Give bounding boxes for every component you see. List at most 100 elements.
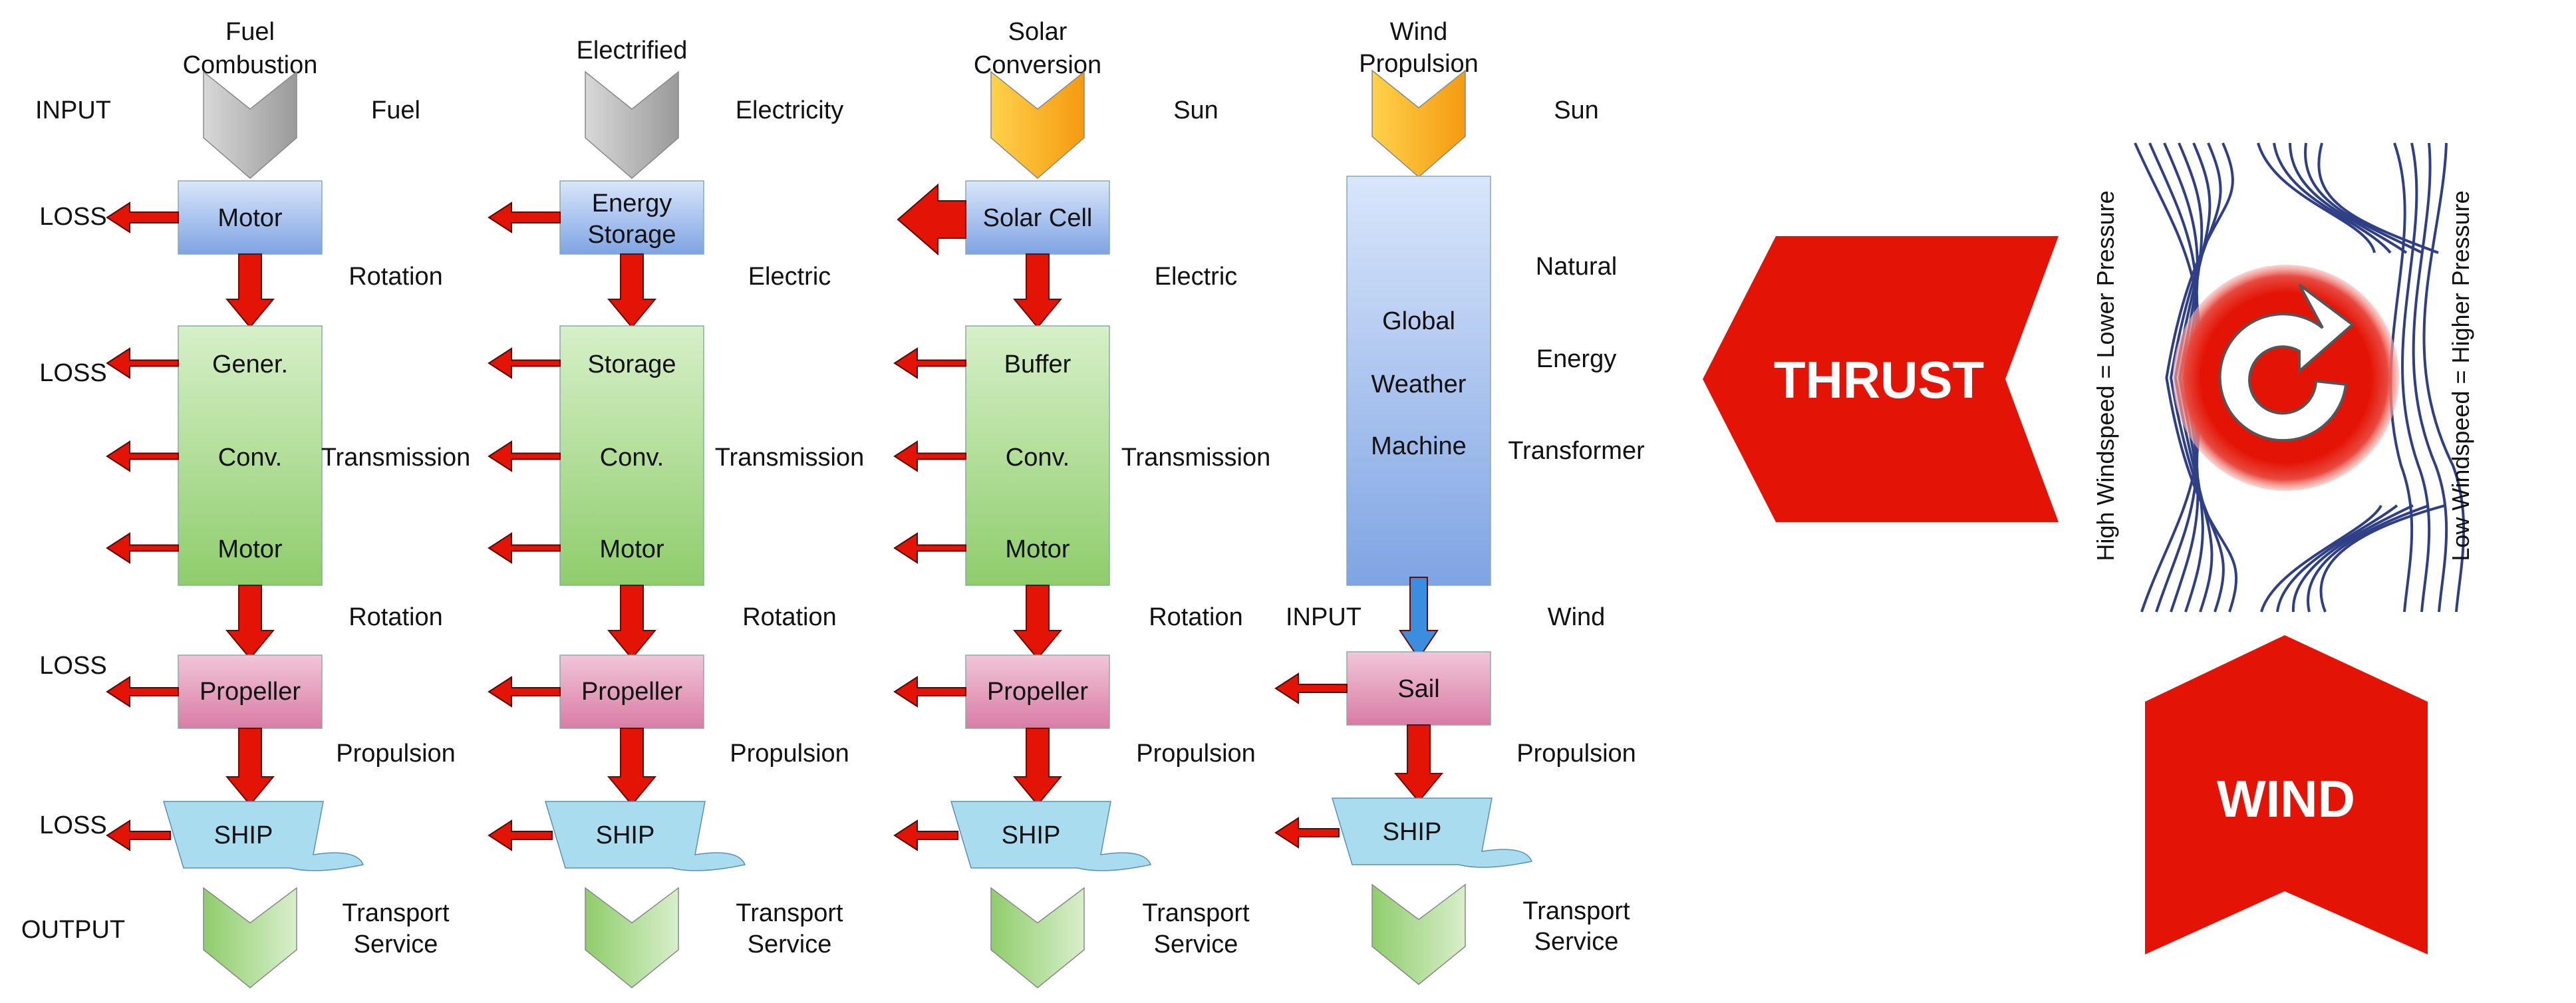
flow-arrow-wind-4 xyxy=(1393,724,1444,803)
stack-item-2-1: Conv. xyxy=(1006,444,1070,472)
input-chevron-2 xyxy=(990,71,1085,179)
output-label1-3: Transport xyxy=(1522,897,1630,925)
loss-arrow-ship-1 xyxy=(488,819,553,851)
machine-label-2: Machine xyxy=(1371,432,1467,460)
column-title-line2-0: Combustion xyxy=(183,51,318,79)
ship-label-3: SHIP xyxy=(1383,818,1442,846)
ship-shape-1 xyxy=(544,801,746,871)
loss-arrow-stack-2-2 xyxy=(893,532,966,564)
flow-arrow-4-1 xyxy=(607,728,657,806)
loss-arrow-stack-1-2 xyxy=(488,532,561,564)
flow3-label-1: Rotation xyxy=(742,603,837,631)
loss-arrow-stack-2-1 xyxy=(893,440,966,472)
output-label2-1: Service xyxy=(748,931,832,958)
output-label2-3: Service xyxy=(1534,928,1619,956)
loss-arrow-stack-2-0 xyxy=(893,347,966,379)
loss-arrow-stack-0-0 xyxy=(106,347,179,379)
loss-arrow-stack-1-1 xyxy=(488,440,561,472)
streamline-left-6 xyxy=(2165,142,2238,613)
ship-label-2: SHIP xyxy=(1002,821,1061,849)
wind-input-arrow xyxy=(1399,577,1439,660)
loss-arrow-ship-3 xyxy=(1274,817,1340,849)
ship-label-1: SHIP xyxy=(596,821,655,849)
loss-arrow-prop-2 xyxy=(893,676,966,708)
flow-arrow-1-1 xyxy=(607,253,657,329)
flow-arrow-4-0 xyxy=(225,728,275,806)
sail-label: Sail xyxy=(1397,675,1439,703)
loss-arrow-top-0 xyxy=(106,202,179,233)
streamline-right-0 xyxy=(2389,142,2414,613)
flow3-label-2: Rotation xyxy=(1149,603,1243,631)
top-box-label-0: Motor xyxy=(217,204,282,232)
flow-arrow-1-0 xyxy=(225,253,275,329)
column-title-1: Electrified xyxy=(577,37,688,65)
output-chevron-2 xyxy=(990,887,1085,988)
rotation-arrow-icon xyxy=(2218,283,2355,442)
rotor-circle xyxy=(2173,265,2399,491)
flow2-label-1: Transmission xyxy=(715,444,865,472)
input-chevron-3 xyxy=(1371,69,1466,178)
output-label2-2: Service xyxy=(1154,931,1238,958)
top-box-0 xyxy=(178,180,323,255)
sail-box xyxy=(1346,651,1491,726)
output-chevron-0 xyxy=(203,887,297,988)
input-chevron-0 xyxy=(203,71,297,179)
flow2-label-2: Transmission xyxy=(1121,444,1271,472)
thrust-label: THRUST xyxy=(1774,351,1984,409)
machine-label-1: Weather xyxy=(1371,370,1467,398)
loss-arrow-sail xyxy=(1274,672,1348,704)
output-label2-0: Service xyxy=(354,931,438,958)
streamline-bottom-2 xyxy=(2291,504,2414,613)
wind-banner xyxy=(2145,635,2428,954)
wind-label: Wind xyxy=(1548,603,1606,631)
top-box-2 xyxy=(965,180,1110,255)
streamline-left-5 xyxy=(2169,142,2225,613)
input-chevron-1 xyxy=(585,71,679,179)
top-box-label-2: Solar Cell xyxy=(983,204,1093,232)
loss-arrow-ship-2 xyxy=(893,819,958,851)
flow1-label-2: Electric xyxy=(1155,263,1238,291)
flow4-label-2: Propulsion xyxy=(1136,740,1256,768)
streamline-right-1 xyxy=(2401,142,2431,613)
loss-side-label-3: LOSS xyxy=(39,652,106,680)
streamline-top-4 xyxy=(2317,142,2439,254)
input-side-label: INPUT xyxy=(35,96,111,124)
ship-shape-0 xyxy=(162,801,364,871)
loss-arrow-ship-0 xyxy=(106,819,171,851)
loss-side-label-2: LOSS xyxy=(39,359,106,387)
stack-item-0-1: Conv. xyxy=(218,444,282,472)
output-chevron-3 xyxy=(1371,883,1466,985)
stack-item-2-2: Motor xyxy=(1005,535,1070,563)
column-title-line2-3: Propulsion xyxy=(1359,50,1479,78)
top-box-label-1: Energy xyxy=(592,190,672,217)
loss-arrow-prop-1 xyxy=(488,676,561,708)
flow1-label-0: Rotation xyxy=(349,263,443,291)
propeller-box-2 xyxy=(965,654,1110,729)
output-chevron-1 xyxy=(585,887,679,988)
machine-right-label-2: Transformer xyxy=(1508,437,1645,465)
flow3-label-0: Rotation xyxy=(349,603,443,631)
propeller-label-1: Propeller xyxy=(581,678,682,706)
weather-machine-box xyxy=(1346,176,1491,586)
output-side-label: OUTPUT xyxy=(21,916,125,944)
stack-item-1-1: Conv. xyxy=(600,444,664,472)
thrust-banner xyxy=(1703,236,2059,522)
top-box-label2-1: Storage xyxy=(587,221,676,249)
streamline-bottom-3 xyxy=(2307,504,2430,613)
flow-arrow-1-2 xyxy=(1012,253,1063,329)
loss-arrow-top-1 xyxy=(488,202,561,233)
green-stack-1 xyxy=(559,325,704,586)
input-label-3: Sun xyxy=(1554,96,1599,124)
streamline-top-2 xyxy=(2289,142,2408,254)
streamline-bottom-0 xyxy=(2260,505,2382,613)
propeller-label-0: Propeller xyxy=(200,678,301,706)
green-stack-0 xyxy=(178,325,323,586)
ship-label-0: SHIP xyxy=(214,821,273,849)
left-vertical-label: High Windspeed = Lower Pressure xyxy=(2092,190,2119,561)
flow-arrow-3-2 xyxy=(1012,585,1063,660)
wind-banner-label: WIND xyxy=(2217,770,2355,828)
machine-right-label-0: Natural xyxy=(1536,253,1618,281)
loss-arrow-stack-0-2 xyxy=(106,532,179,564)
machine-right-label-1: Energy xyxy=(1536,345,1616,373)
